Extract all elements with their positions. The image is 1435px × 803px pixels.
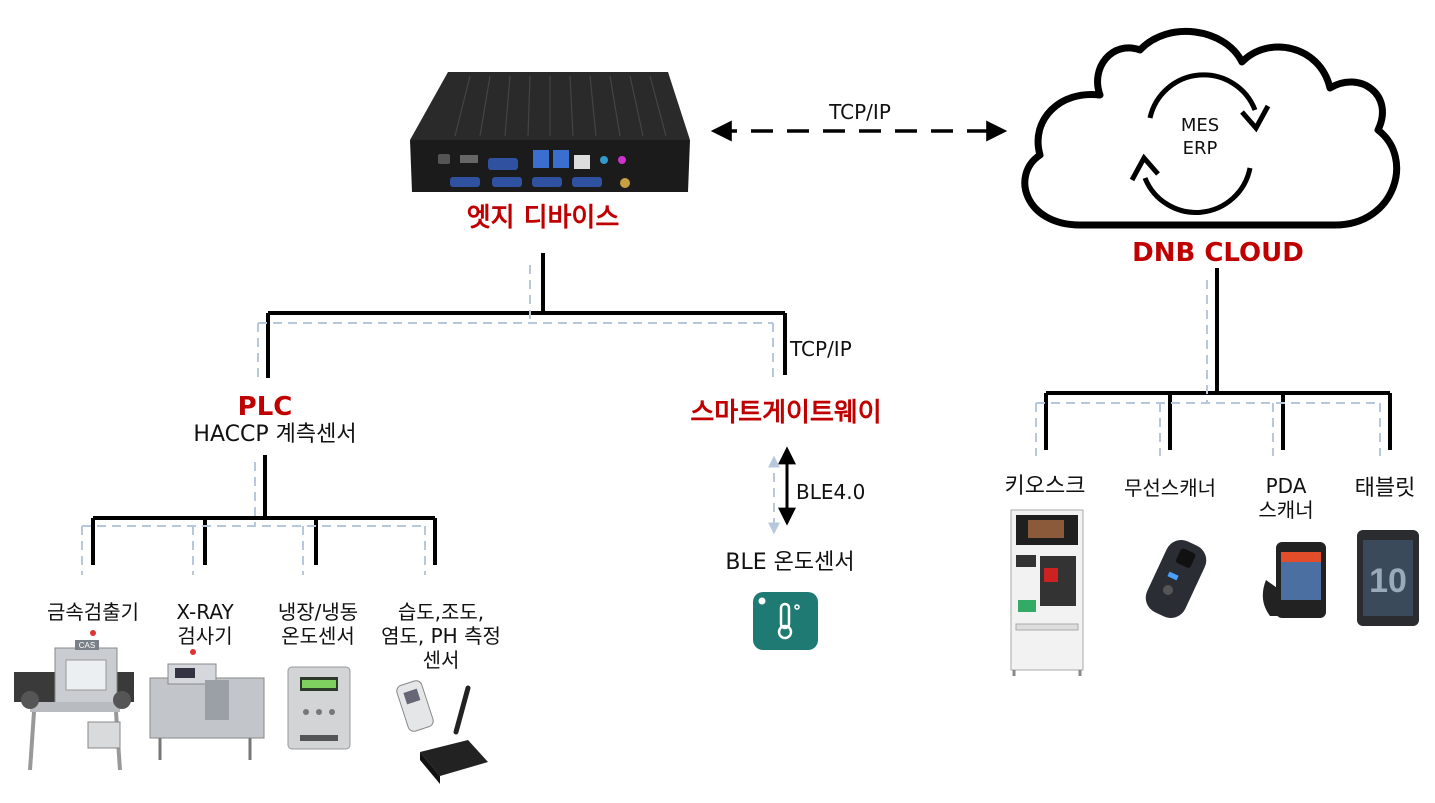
cloud-label: DNB CLOUD bbox=[1132, 238, 1304, 268]
edge-tree-lines bbox=[266, 253, 787, 378]
ble-temperature-sensor-image bbox=[753, 592, 818, 650]
plc-subtitle: HACCP 계측센서 bbox=[193, 422, 357, 447]
xray-inspector-image bbox=[149, 649, 265, 760]
device-label-line: X-RAY bbox=[176, 600, 234, 624]
multi-sensor-image bbox=[396, 680, 488, 784]
cloud-tree-dashed bbox=[1035, 280, 1381, 456]
kiosk-image bbox=[1010, 509, 1084, 676]
edge-device-label: 엣지 디바이스 bbox=[466, 203, 620, 233]
cas-logo-text: CAS bbox=[79, 641, 95, 650]
plc-title: PLC bbox=[237, 392, 293, 422]
device-label-line: 센서 bbox=[422, 648, 460, 672]
plc-tree-dashed bbox=[81, 462, 426, 575]
cloud-tree-lines bbox=[1044, 268, 1392, 450]
cloud-shape bbox=[1021, 27, 1401, 229]
device-label-line: 냉장/냉동 bbox=[277, 600, 359, 624]
cloud-line-mes: MES bbox=[1180, 115, 1220, 136]
device-label-line: 스캐너 bbox=[1258, 498, 1314, 522]
device-label-line: 검사기 bbox=[177, 624, 233, 648]
device-label-line: 금속검출기 bbox=[47, 600, 139, 624]
metal-detector-image: CAS bbox=[14, 630, 134, 771]
plc-tree-lines bbox=[91, 455, 437, 565]
plc-device-label: X-RAY 검사기 bbox=[150, 600, 260, 648]
wireless-scanner-image bbox=[1145, 540, 1207, 618]
cloud-device-label: 키오스크 bbox=[990, 474, 1100, 500]
plc-device-label: 금속검출기 bbox=[28, 600, 158, 624]
cloud-line-erp: ERP bbox=[1182, 137, 1218, 159]
device-label-line: PDA bbox=[1265, 474, 1307, 498]
ble-protocol-label: BLE4.0 bbox=[796, 480, 866, 504]
plc-device-label: 습도,조도, 염도, PH 측정 센서 bbox=[366, 600, 516, 672]
cloud-device-label: PDA 스캐너 bbox=[1236, 474, 1336, 522]
cloud-device-label: 무선스캐너 bbox=[1110, 476, 1230, 500]
edge-device-image bbox=[410, 72, 690, 192]
svg-text:10: 10 bbox=[1369, 562, 1407, 600]
edge-gateway-protocol-label: TCP/IP bbox=[790, 337, 852, 361]
edge-tree-dashed bbox=[257, 265, 774, 378]
device-label-line: 무선스캐너 bbox=[1124, 476, 1216, 500]
ble-sensor-label: BLE 온도센서 bbox=[725, 550, 855, 575]
cloud-systems-label: MES ERP bbox=[1170, 115, 1230, 160]
cloud-device-label: 태블릿 bbox=[1340, 476, 1430, 502]
temperature-sensor-box-image bbox=[287, 666, 351, 750]
device-label-line: 염도, PH 측정 bbox=[381, 624, 501, 648]
tablet-image: 10 bbox=[1357, 530, 1419, 626]
device-label-line: 키오스크 bbox=[1004, 474, 1086, 499]
device-label-line: 태블릿 bbox=[1354, 476, 1416, 501]
pda-scanner-image bbox=[1262, 542, 1326, 618]
device-label-line: 온도센서 bbox=[281, 624, 355, 648]
device-label-line: 습도,조도, bbox=[397, 600, 485, 624]
edge-cloud-protocol-label: TCP/IP bbox=[829, 100, 891, 124]
gateway-label: 스마트게이트웨이 bbox=[690, 398, 882, 428]
plc-device-label: 냉장/냉동 온도센서 bbox=[258, 600, 378, 648]
